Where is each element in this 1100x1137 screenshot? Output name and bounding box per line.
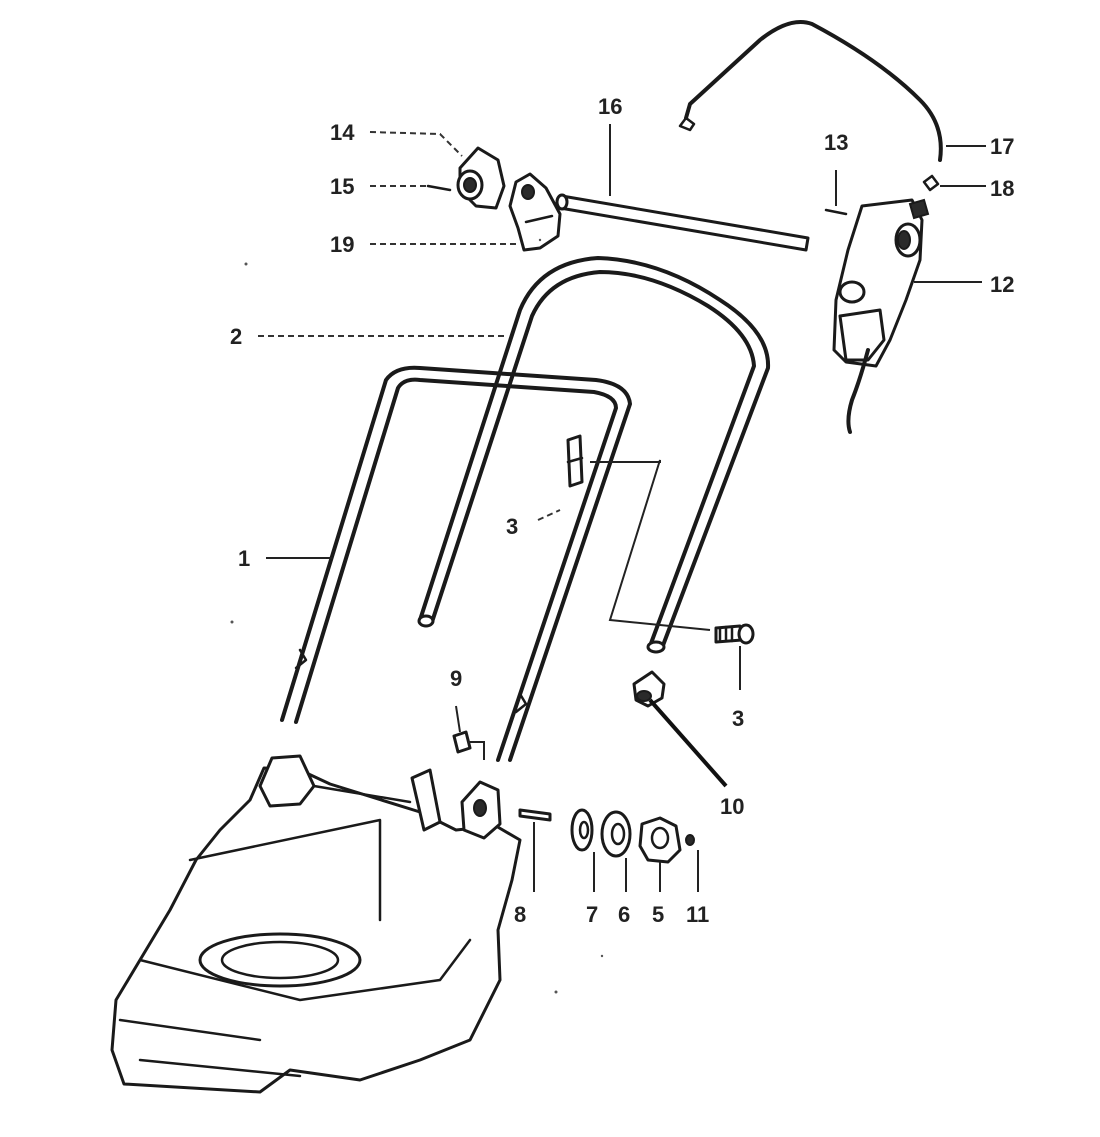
callout-8: 8 <box>514 902 526 927</box>
part-3-screw <box>714 623 755 645</box>
callout-14: 14 <box>330 120 355 145</box>
part-14-handle-clamp <box>456 146 506 210</box>
part-8-axle-pin <box>518 808 552 822</box>
part-1-lower-handle <box>280 365 632 762</box>
part-6-bushing <box>600 810 632 858</box>
part-3-plug <box>566 434 584 488</box>
callout-13: 13 <box>824 130 848 155</box>
callout-18: 18 <box>990 176 1014 201</box>
part-5-hub <box>638 816 682 864</box>
part-11-nut <box>685 834 695 846</box>
part-9-clip <box>452 730 472 754</box>
part-18-clip <box>922 174 940 192</box>
scan-specks <box>230 238 604 994</box>
part-15-bolt <box>426 184 452 192</box>
leader-lines <box>258 124 986 892</box>
callout-3-plug: 3 <box>506 514 518 539</box>
callout-10: 10 <box>720 794 744 819</box>
part-12-switch-box <box>832 198 930 434</box>
part-10-knob <box>632 670 666 708</box>
callout-6: 6 <box>618 902 630 927</box>
callout-9: 9 <box>450 666 462 691</box>
part-19-bracket <box>508 172 562 252</box>
callout-3-screw: 3 <box>732 706 744 731</box>
part-16-cross-tube <box>555 193 810 252</box>
callout-16: 16 <box>598 94 622 119</box>
callout-15: 15 <box>330 174 354 199</box>
callout-17: 17 <box>990 134 1014 159</box>
callout-19: 19 <box>330 232 354 257</box>
callout-labels: 1 2 3 3 5 6 7 8 9 10 11 12 13 14 15 16 1… <box>230 94 1014 927</box>
callout-2: 2 <box>230 324 242 349</box>
part-7-washer <box>570 808 594 852</box>
callout-7: 7 <box>586 902 598 927</box>
callout-5: 5 <box>652 902 664 927</box>
part-17-operator-bail <box>678 20 943 162</box>
callout-1: 1 <box>238 546 250 571</box>
part-13-screw <box>824 208 848 216</box>
mower-deck <box>110 754 522 1094</box>
part-2-upper-handle <box>417 256 771 654</box>
callout-11: 11 <box>686 902 709 927</box>
callout-12: 12 <box>990 272 1014 297</box>
